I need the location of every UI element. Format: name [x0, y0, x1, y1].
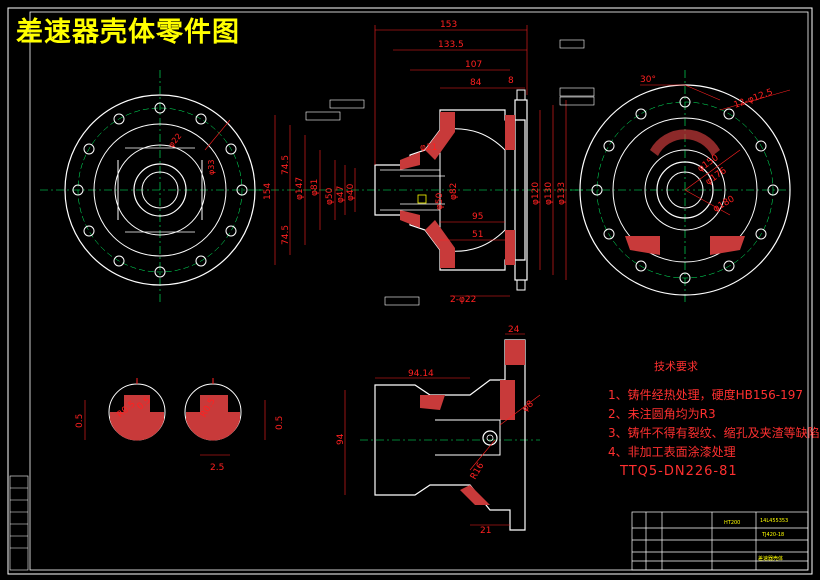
dim-30-deg: 30°	[640, 75, 656, 85]
dim-left-phi33: φ33	[207, 160, 216, 175]
technical-requirements: 技术要求 1、铸件经热处理，硬度HB156-197 2、未注圆角均为R3 3、铸…	[608, 358, 820, 479]
right-end-view: 30° 12-φ12.5 φ150 φ176 φ180	[570, 70, 791, 305]
dim-phi130: φ130	[544, 182, 554, 205]
dim-phi133: φ133	[557, 182, 567, 205]
dim-phi50-inner: φ50	[435, 192, 445, 210]
tech-standard: TTQ5-DN226-81	[620, 464, 738, 479]
dim-phi81: φ81	[310, 179, 320, 196]
dim-74-5-top: 74.5	[281, 155, 291, 175]
dim-left-phi22: φ22	[167, 132, 184, 150]
dim-94-14: 94.14	[408, 369, 434, 379]
dim-153: 153	[440, 20, 457, 30]
dim-phi50-left: φ50	[325, 187, 335, 205]
dim-84: 84	[470, 78, 482, 88]
dim-8: 8	[508, 76, 514, 86]
main-section-view: 153 133.5 107 84 8 154 74.5 74.5 φ147 φ8…	[255, 20, 595, 306]
dim-107: 107	[465, 60, 482, 70]
dim-phi120: φ120	[531, 182, 541, 205]
dim-154: 154	[263, 183, 273, 200]
title-block	[631, 511, 809, 571]
dim-12-phi12-5: 12-φ12.5	[733, 88, 775, 111]
dim-r16: R16	[469, 461, 487, 482]
dim-phi147: φ147	[295, 177, 305, 200]
dim-24: 24	[508, 325, 520, 335]
dim-95: 95	[472, 212, 483, 222]
title-block-drawing-no: TJ420-18	[762, 532, 785, 538]
drawing-inner-border	[29, 11, 809, 571]
title-block-material: HT200	[724, 520, 741, 526]
tech-requirement-item: 2、未注圆角均为R3	[608, 407, 716, 421]
tech-requirement-item: 3、铸件不得有裂纹、缩孔及夹渣等缺陷	[608, 426, 820, 440]
tech-requirement-item: 1、铸件经热处理，硬度HB156-197	[608, 388, 804, 402]
dim-phi11: φ11	[420, 143, 437, 153]
dim-51: 51	[472, 230, 483, 240]
lower-section-view: 94.14 94 24 21 φ8 R16	[336, 325, 541, 536]
dim-21: 21	[480, 526, 491, 536]
dim-94: 94	[336, 433, 346, 445]
small-section-views: 0.5 R0.5 0.5 R0.5 2.5 0.5	[75, 378, 285, 473]
dim-small-0-5-left: 0.5	[75, 414, 85, 428]
revision-block	[9, 475, 29, 571]
tech-requirement-item: 4、非加工表面涂漆处理	[608, 445, 736, 459]
title-block-code: 14L455353	[760, 518, 789, 524]
dim-133-5: 133.5	[438, 40, 464, 50]
dim-phi40: φ40	[346, 183, 356, 201]
left-end-view: φ22 φ33	[40, 70, 262, 305]
title-block-part-name: 差速器壳体	[758, 556, 784, 562]
dim-phi82: φ82	[449, 183, 459, 200]
drawing-border	[7, 7, 813, 575]
dim-small-0-5-right: 0.5	[275, 416, 285, 430]
dim-small-2-5: 2.5	[210, 463, 224, 473]
dim-phi47: φ47	[336, 186, 346, 203]
tech-requirements-heading: 技术要求	[654, 360, 698, 373]
drawing-title: 差速器壳体零件图	[16, 17, 240, 48]
dim-phi8: φ8	[521, 399, 537, 414]
dim-74-5-bottom: 74.5	[281, 225, 291, 245]
dim-2-phi22: 2-φ22	[450, 295, 476, 305]
